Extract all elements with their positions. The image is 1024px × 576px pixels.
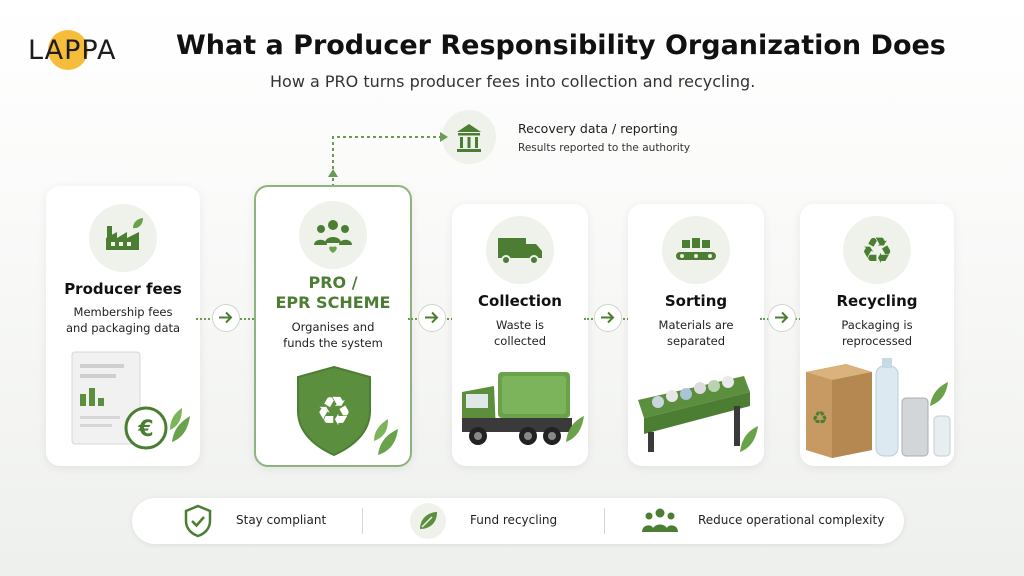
reporting-title: Recovery data / reporting xyxy=(518,121,678,136)
garbage-truck-image xyxy=(462,372,584,445)
step-subtitle-line1: Organises and xyxy=(291,320,375,334)
step-subtitle-line1: Packaging is xyxy=(841,318,913,332)
benefit-label: Fund recycling xyxy=(470,513,558,527)
reporting-connector xyxy=(328,132,448,187)
recycle-icon: ♻ xyxy=(843,216,911,284)
svg-text:♻: ♻ xyxy=(316,389,352,435)
reporting-subtitle: Results reported to the authority xyxy=(518,142,691,154)
truck-icon xyxy=(486,216,554,284)
recycle-shield-icon: ♻ xyxy=(297,365,398,457)
svg-text:♻: ♻ xyxy=(861,231,893,272)
step-title-line1: PRO / xyxy=(308,273,358,292)
arrow-right-icon xyxy=(212,304,240,332)
recycled-packaging-image: ♻ xyxy=(806,358,951,458)
arrow-right-icon xyxy=(768,304,796,332)
page-subtitle: How a PRO turns producer fees into colle… xyxy=(270,72,756,91)
step-subtitle-line2: collected xyxy=(493,334,547,348)
invoice-document-icon: € xyxy=(71,351,190,450)
step-subtitle-line1: Waste is xyxy=(495,318,545,332)
government-building-icon xyxy=(442,110,496,164)
leaf-icon xyxy=(410,503,446,539)
logo-dot xyxy=(48,30,88,70)
step-recycling: ♻ Recycling Packaging is reprocessed ♻ xyxy=(800,204,954,466)
benefits-bar: Stay compliant Fund recycling Reduce ope… xyxy=(132,498,904,544)
step-title-line2: EPR SCHEME xyxy=(275,293,391,312)
step-subtitle-line2: reprocessed xyxy=(841,334,913,348)
step-subtitle-line1: Membership fees xyxy=(73,305,173,319)
step-pro-scheme: PRO / EPR SCHEME Organises and funds the… xyxy=(254,185,412,467)
step-sorting: Sorting Materials are separated xyxy=(628,204,764,466)
arrow-right-icon xyxy=(418,304,446,332)
svg-text:♻: ♻ xyxy=(812,408,828,429)
reporting-node: Recovery data / reporting Results report… xyxy=(442,110,762,164)
divider xyxy=(362,508,363,534)
step-title: Producer fees xyxy=(64,280,182,298)
logo-text: LAPPA xyxy=(28,35,117,66)
step-title: Recycling xyxy=(836,292,918,310)
step-subtitle-line2: separated xyxy=(666,334,726,348)
people-leaf-icon xyxy=(299,201,367,269)
sorting-machine-image xyxy=(638,376,758,452)
logo: LAPPA xyxy=(28,30,148,74)
team-icon xyxy=(642,508,678,532)
step-subtitle-line2: funds the system xyxy=(283,336,383,350)
svg-text:€: € xyxy=(137,417,153,442)
step-title: Sorting xyxy=(664,292,728,310)
page-title: What a Producer Responsibility Organizat… xyxy=(176,30,946,61)
step-title: Collection xyxy=(478,292,562,310)
divider xyxy=(604,508,605,534)
step-producer-fees: Producer fees Membership fees and packag… xyxy=(46,186,200,466)
step-collection: Collection Waste is collected xyxy=(452,204,588,466)
step-subtitle-line1: Materials are xyxy=(658,318,734,332)
benefit-label: Reduce operational complexity xyxy=(698,513,885,527)
shield-check-icon xyxy=(184,504,212,538)
factory-icon xyxy=(89,204,157,272)
arrow-right-icon xyxy=(594,304,622,332)
benefit-label: Stay compliant xyxy=(236,513,327,527)
step-subtitle-line2: and packaging data xyxy=(65,321,181,335)
conveyor-icon xyxy=(662,216,730,284)
